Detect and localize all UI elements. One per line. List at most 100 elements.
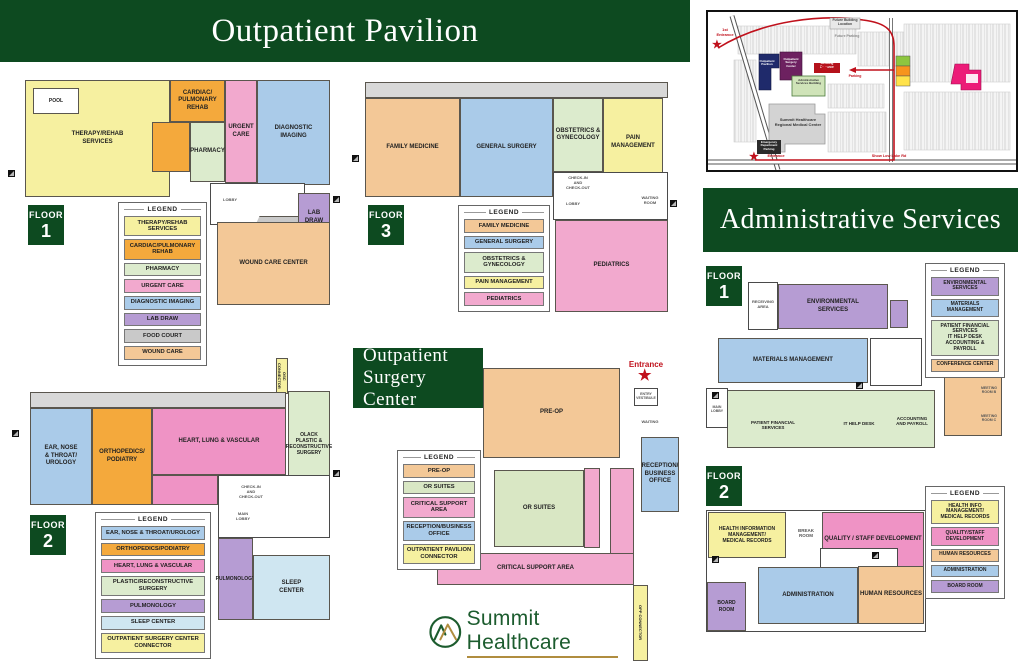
legend-item: WOUND CARE	[124, 345, 201, 360]
parking-label: Parking	[848, 74, 862, 78]
corridor-f2	[30, 392, 286, 408]
logo-text: Summit Healthcare	[466, 607, 618, 658]
floor3-legend: LEGEND FAMILY MEDICINE GENERAL SURGERY O…	[458, 205, 550, 312]
stairs-icon	[712, 556, 719, 563]
floor1-legend: LEGEND THERAPY/REHAB SERVICES CARDIAC/PU…	[118, 202, 207, 366]
room-human-resources: HUMAN RESOURCES	[858, 566, 924, 624]
room-orthopedics: ORTHOPEDICS/ PODIATRY	[92, 408, 152, 505]
mountain-logo-icon	[429, 616, 462, 648]
floor-number: 1	[718, 281, 729, 302]
stairs-icon	[352, 155, 359, 162]
waiting-label-f3: WAITING ROOM	[641, 195, 659, 205]
waiting-label-surgery: WAITING	[641, 419, 659, 424]
room-pediatrics: PEDIATRICS	[555, 220, 668, 312]
room-patient-financial-wing	[727, 390, 935, 448]
admin-building-label: Administrative Services Building	[795, 78, 822, 86]
legend-item: PULMONOLOGY	[101, 599, 205, 613]
legend-item: PEDIATRICS	[464, 292, 544, 306]
legend-item: PAIN MANAGEMENT	[464, 275, 544, 290]
stairs-icon	[872, 552, 879, 559]
entrance-star-icon: ★	[749, 151, 759, 163]
future-parking-label: Future Parking	[834, 34, 860, 38]
room-diagnostic-imaging: DIAGNOSTIC IMAGING	[257, 80, 330, 185]
legend-item: CRITICAL SUPPORT AREA	[403, 497, 475, 518]
room-or-suites: OR SUITES	[494, 470, 584, 547]
critical-support-vertical	[610, 468, 634, 563]
legend-item: FAMILY MEDICINE	[464, 219, 544, 233]
admin-title: Administrative Services	[719, 204, 1002, 235]
osc-connector-strip: OSC CONNECTOR	[276, 358, 288, 394]
legend-item: OUTPATIENT PAVILION CONNECTOR	[403, 543, 475, 565]
room-wound-care: WOUND CARE CENTER	[217, 222, 330, 305]
legend-item: OUTPATIENT SURGERY CENTER CONNECTOR	[101, 632, 205, 653]
floor2-legend: LEGEND EAR, NOSE & THROAT/UROLOGY ORTHOP…	[95, 512, 211, 659]
surgery-legend: LEGEND PRE-OP OR SUITES CRITICAL SUPPORT…	[397, 450, 481, 571]
pavilion-building-label: Outpatient Pavilion	[759, 59, 775, 67]
pfs-label: PATIENT FINANCIAL SERVICES	[750, 420, 796, 431]
legend-item: FOOD COURT	[124, 329, 201, 343]
room-environmental: ENVIRONMENTAL SERVICES	[778, 284, 888, 329]
legend-item: ORTHOPEDICS/PODIATRY	[101, 542, 205, 557]
surgery-building-label: Outpatient Surgery Center	[783, 57, 799, 68]
lobby-label-f3: LOBBY	[566, 201, 580, 206]
stairs-icon	[333, 470, 340, 477]
road-label: Show Low Lake Rd	[871, 154, 907, 158]
floor-number: 2	[718, 481, 729, 502]
room-sleep-center: SLEEP CENTER	[253, 555, 330, 620]
entrance-star-icon: ★	[638, 367, 652, 384]
room-administration: ADMINISTRATION	[758, 567, 858, 624]
core-rooms-a1	[870, 338, 922, 386]
room-preop: PRE-OP	[483, 368, 620, 458]
meeting-room-c-label: MEETING ROOM C	[981, 414, 997, 423]
legend-item: CARDIAC/PULMONARY REHAB	[124, 239, 201, 260]
surgery-banner: Outpatient Surgery Center	[353, 345, 483, 411]
floor3-badge: FLOOR 3	[368, 205, 404, 245]
legend-item: HEART, LUNG & VASCULAR	[101, 559, 205, 573]
stairs-icon	[12, 430, 19, 437]
legend-item: HEALTH INFO MANAGEMENT/ MEDICAL RECORDS	[931, 500, 999, 525]
entry-vestibule-label: ENTRY VESTIBULE	[636, 392, 656, 401]
room-board-room: BOARD ROOM	[707, 582, 746, 631]
opp-connector-strip: OPP CONNECTOR	[633, 585, 648, 661]
stairs-icon	[8, 170, 15, 177]
room-cardiac-ext	[152, 122, 190, 172]
campus-map-graphic	[708, 15, 1016, 171]
entrance-star-icon: ★	[820, 63, 829, 74]
surgery-entrance-label: Entrance	[628, 360, 664, 369]
it-helpdesk-label: IT HELP DESK	[843, 421, 875, 426]
receiving-area	[748, 282, 778, 330]
main-lobby-a1-label: MAIN LOBBY	[710, 405, 724, 414]
legend-title: LEGEND	[403, 454, 475, 461]
stairs-icon	[712, 392, 719, 399]
legend-item: THERAPY/REHAB SERVICES	[124, 216, 201, 237]
room-pulmonology: PULMONOLOGY	[216, 538, 255, 620]
room-heart-ext	[152, 475, 218, 505]
entrance-label: Entrance	[767, 153, 785, 158]
main-lobby-label-f2: MAIN LOBBY	[236, 511, 250, 521]
entry-vestibule	[634, 388, 658, 406]
legend-item: OBSTETRICS & GYNECOLOGY	[464, 252, 544, 273]
medical-center-label: Summit Healthcare Regional Medical Cente…	[774, 117, 822, 127]
admin-floor1-badge: FLOOR 1	[706, 266, 742, 306]
room-pool: POOL	[33, 88, 79, 114]
floor1-badge: FLOOR 1	[28, 205, 64, 245]
room-heart-lung: HEART, LUNG & VASCULAR	[152, 408, 286, 475]
admin-floor2-badge: FLOOR 2	[706, 466, 742, 506]
floor-number: 1	[40, 220, 51, 241]
room-general-surgery: GENERAL SURGERY	[460, 98, 553, 197]
corridor-f3	[365, 82, 668, 98]
legend-item: GENERAL SURGERY	[464, 235, 544, 250]
admin-banner: Administrative Services	[703, 188, 1018, 252]
surgery-title: Outpatient Surgery Center	[363, 345, 483, 411]
legend-title: LEGEND	[101, 516, 205, 523]
legend-item: URGENT CARE	[124, 279, 201, 293]
room-family-medicine: FAMILY MEDICINE	[365, 98, 460, 197]
floor-word: FLOOR	[31, 519, 65, 530]
admin1-legend: LEGEND ENVIRONMENTAL SERVICES MATERIALS …	[925, 263, 1005, 378]
meeting-room-b-label: MEETING ROOM B	[981, 386, 997, 395]
admin2-legend: LEGEND HEALTH INFO MANAGEMENT/ MEDICAL R…	[925, 486, 1005, 599]
floor-word: FLOOR	[707, 270, 741, 281]
surgery-title-line1: Outpatient	[363, 345, 449, 367]
pavilion-title: Outpatient Pavilion	[211, 12, 479, 49]
